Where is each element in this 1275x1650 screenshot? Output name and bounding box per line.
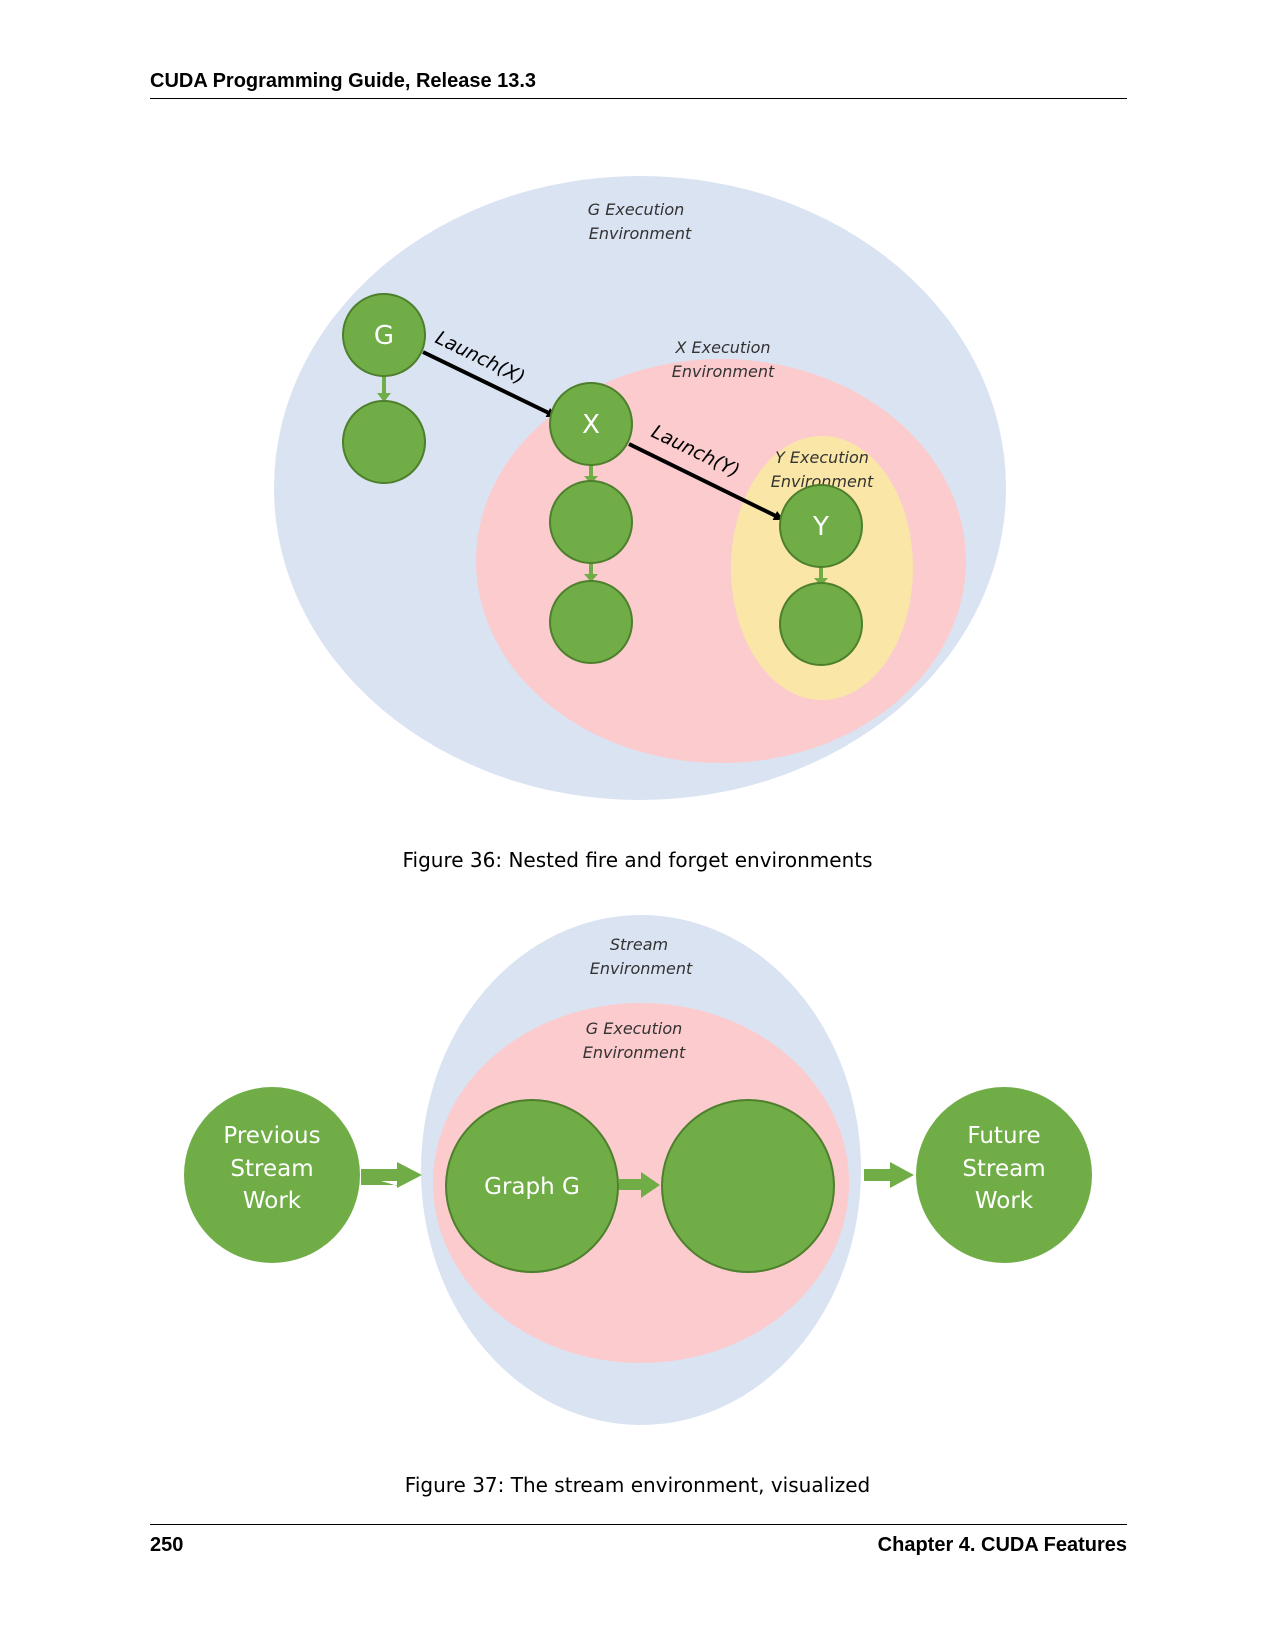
g-env-37-label-line1: G Execution bbox=[586, 1019, 683, 1038]
g-env-label-line1: G Execution bbox=[588, 200, 685, 219]
graph-g-label: Graph G bbox=[484, 1174, 580, 1200]
previous-stream-work-node bbox=[184, 1087, 360, 1263]
future-stream-work-node bbox=[916, 1087, 1092, 1263]
node-y bbox=[779, 484, 863, 568]
node-x-child-2 bbox=[549, 580, 633, 664]
previous-label-line1: Previous bbox=[223, 1123, 320, 1149]
launch-x-arrow bbox=[422, 350, 557, 418]
previous-label-line3: Work bbox=[243, 1188, 302, 1214]
future-label-line3: Work bbox=[975, 1188, 1034, 1214]
node-y-label: Y bbox=[812, 512, 829, 542]
footer-rule bbox=[150, 1524, 1127, 1525]
figure-37-diagram: Stream Environment G Execution Environme… bbox=[184, 915, 1092, 1425]
x-env-label-line2: Environment bbox=[672, 362, 775, 381]
node-y-child bbox=[779, 582, 863, 666]
graph-g-node bbox=[445, 1099, 619, 1273]
node-g-child bbox=[342, 400, 426, 484]
node-x-child-1 bbox=[549, 480, 633, 564]
previous-label-line2: Stream bbox=[230, 1156, 313, 1182]
node-x bbox=[549, 382, 633, 466]
stream-env-label-line2: Environment bbox=[590, 959, 693, 978]
header-rule bbox=[150, 98, 1127, 99]
flow-arrows bbox=[361, 1162, 914, 1198]
running-header: CUDA Programming Guide, Release 13.3 bbox=[150, 70, 537, 92]
node-g bbox=[342, 293, 426, 377]
g-env-label-line2: Environment bbox=[589, 224, 692, 243]
launch-y-arrow bbox=[628, 442, 784, 521]
page-number: 250 bbox=[150, 1534, 184, 1556]
node-x-label: X bbox=[582, 410, 600, 440]
future-label-line1: Future bbox=[967, 1123, 1040, 1149]
g-env-37-label-line2: Environment bbox=[583, 1043, 686, 1062]
figure-37-caption: Figure 37: The stream environment, visua… bbox=[404, 1473, 871, 1497]
chapter-title: Chapter 4. CUDA Features bbox=[877, 1534, 1127, 1556]
y-env-label-line2: Environment bbox=[771, 472, 874, 491]
node-g-label: G bbox=[374, 321, 394, 351]
figure-36-caption: Figure 36: Nested fire and forget enviro… bbox=[402, 848, 873, 872]
future-label-line2: Stream bbox=[962, 1156, 1045, 1182]
figure-36-diagram: G Execution Environment X Execution Envi… bbox=[274, 176, 1006, 800]
stream-env-label-line1: Stream bbox=[610, 935, 668, 954]
graph-g-child-node bbox=[661, 1099, 835, 1273]
y-env-label-line1: Y Execution bbox=[775, 448, 869, 467]
x-env-label-line1: X Execution bbox=[674, 338, 770, 357]
